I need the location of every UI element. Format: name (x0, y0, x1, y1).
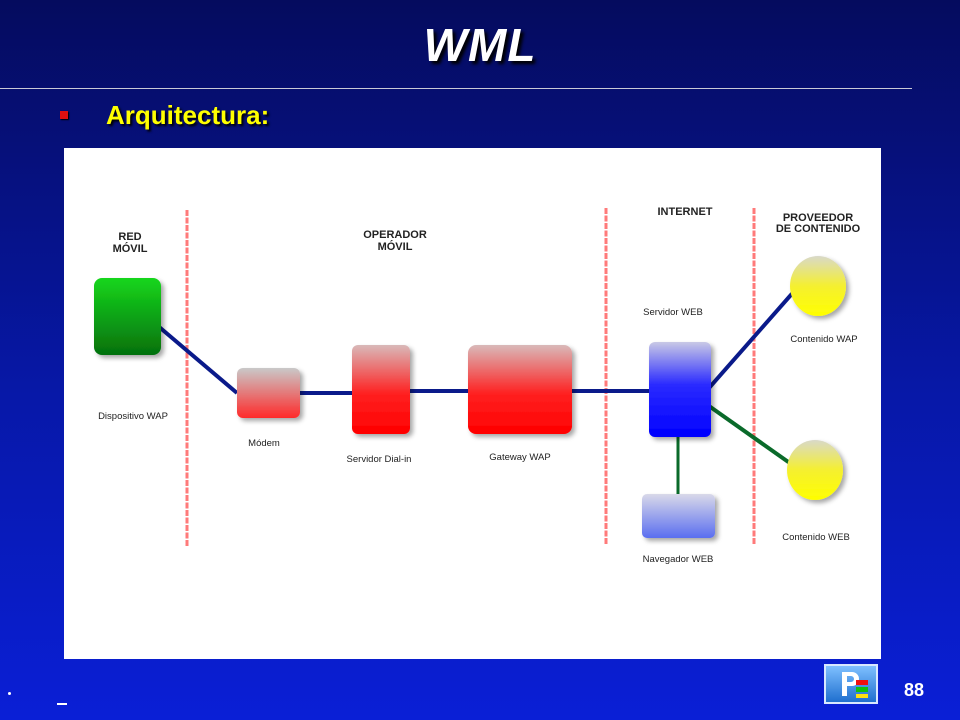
zone-internet: INTERNET (658, 206, 713, 218)
link-webserver-contenido-web (707, 404, 796, 468)
servidor-dialin-node (352, 345, 410, 434)
label-servidor-web: Servidor WEB (643, 307, 703, 318)
contenido-web-node (787, 440, 843, 500)
label-contenido-web: Contenido WEB (782, 532, 850, 543)
label-dispositivo-wap: Dispositivo WAP (98, 411, 168, 422)
architecture-diagram-svg: RED MÓVIL OPERADOR MÓVIL INTERNET PROVEE… (94, 206, 861, 565)
zone-red-movil-line1: RED (118, 231, 141, 243)
label-navegador-web: Navegador WEB (643, 554, 714, 565)
label-contenido-wap: Contenido WAP (790, 334, 857, 345)
contenido-wap-node (790, 256, 846, 316)
zone-proveedor-line2: DE CONTENIDO (776, 223, 861, 235)
label-servidor-dialin: Servidor Dial-in (347, 454, 412, 465)
architecture-diagram: RED MÓVIL OPERADOR MÓVIL INTERNET PROVEE… (64, 148, 881, 659)
servidor-web-node (649, 342, 711, 437)
zone-operador-movil-line2: MÓVIL (378, 240, 413, 253)
dispositivo-wap-node (94, 278, 161, 355)
modem-node (237, 368, 300, 418)
page-number: 88 (904, 680, 925, 700)
link-device-modem (156, 324, 239, 395)
zone-red-movil-line2: MÓVIL (113, 242, 148, 255)
institution-logo-icon (824, 664, 878, 704)
zone-operador-movil-line1: OPERADOR (363, 229, 427, 241)
label-gateway-wap: Gateway WAP (489, 452, 550, 463)
footer-dot (8, 692, 11, 695)
gateway-wap-node (468, 345, 572, 434)
navegador-web-node (642, 494, 715, 538)
bullet-heading: Arquitectura: (106, 100, 270, 130)
title-divider (0, 88, 912, 89)
zone-proveedor-line1: PROVEEDOR (783, 212, 853, 224)
bullet-square-icon (60, 111, 68, 119)
slide-title: WML (423, 19, 537, 71)
label-modem: Módem (248, 438, 280, 449)
footer-dash (57, 703, 67, 705)
link-webserver-contenido-wap (707, 286, 799, 390)
